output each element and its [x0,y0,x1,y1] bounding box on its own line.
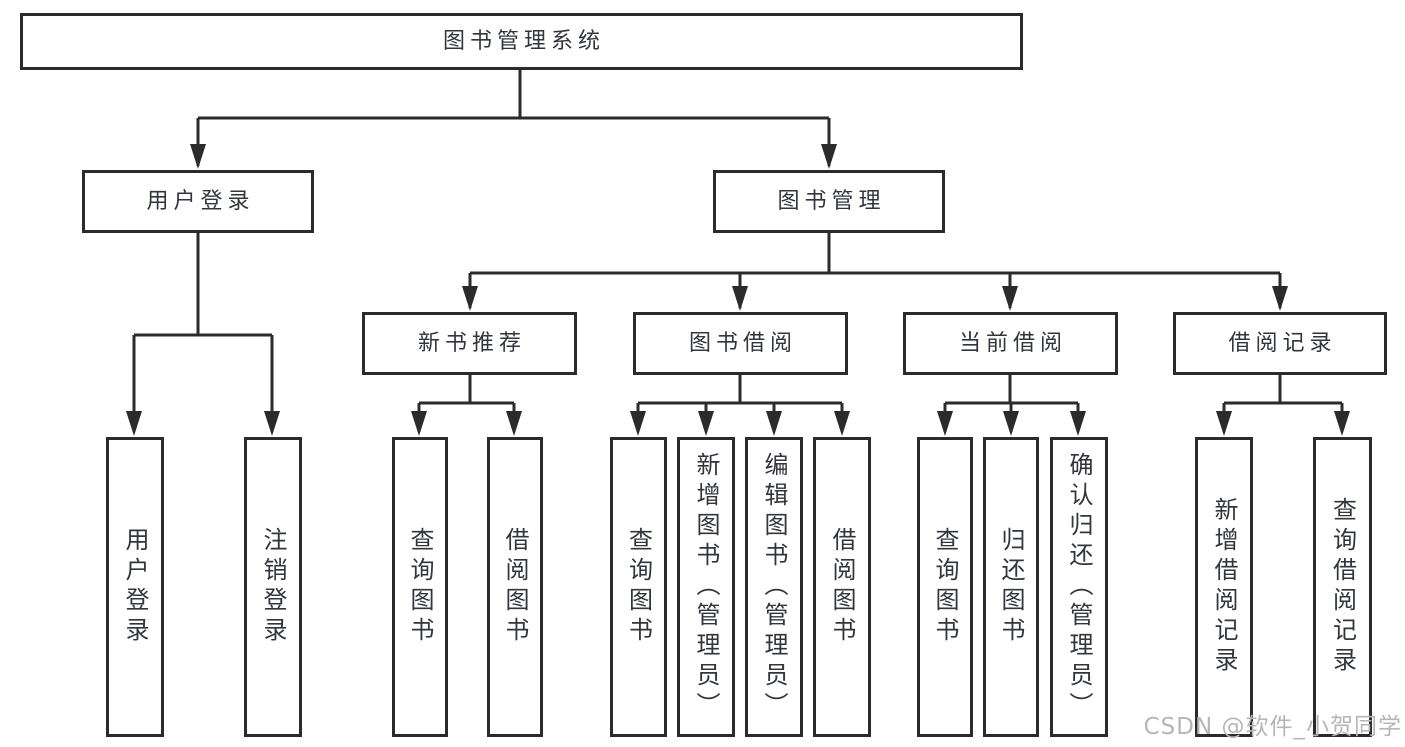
leaf-logout-login: 注销登录 [244,437,302,737]
leaf-label: 借阅图书 [501,527,529,647]
leaf-add-books-admin: 新增图书（管理员） [677,437,735,737]
node-label: 用户登录 [146,188,255,214]
leaf-edit-books-admin: 编辑图书（管理员） [745,437,803,737]
leaf-label: 注销登录 [259,527,287,647]
node-borrowing-records: 借阅记录 [1173,312,1387,375]
node-book-management: 图书管理 [713,170,945,233]
leaf-label: 归还图书 [997,527,1025,647]
leaf-search-books-borrowing: 查询图书 [610,437,667,737]
leaf-label: 新增图书（管理员） [692,452,720,722]
leaf-search-books-recommendation: 查询图书 [392,437,448,737]
leaf-user-login: 用户登录 [106,437,164,737]
node-book-borrowing: 图书借阅 [633,312,848,375]
leaf-label: 新增借阅记录 [1210,497,1238,677]
leaf-borrow-books-borrowing: 借阅图书 [813,437,871,737]
leaf-add-borrow-record: 新增借阅记录 [1195,437,1253,737]
leaf-label: 确认归还（管理员） [1065,452,1093,722]
node-label: 图书借阅 [688,330,797,356]
node-label: 图书管理 [777,188,886,214]
leaf-search-borrow-record: 查询借阅记录 [1313,437,1372,737]
leaf-label: 用户登录 [121,527,149,647]
node-library-management-system: 图书管理系统 [20,13,1023,70]
leaf-confirm-return-admin: 确认归还（管理员） [1050,437,1108,737]
leaf-label: 查询图书 [624,527,653,647]
leaf-return-books: 归还图书 [983,437,1039,737]
node-label: 图书管理系统 [442,28,605,54]
leaf-borrow-books-recommendation: 借阅图书 [487,437,543,737]
node-label: 新书推荐 [417,330,526,356]
node-new-book-recommendation: 新书推荐 [362,312,577,375]
leaf-label: 查询借阅记录 [1328,497,1357,677]
leaf-label: 查询图书 [406,527,434,647]
leaf-label: 查询图书 [931,527,959,647]
leaf-label: 编辑图书（管理员） [760,452,788,722]
node-label: 当前借阅 [958,330,1067,356]
node-current-borrowing: 当前借阅 [903,312,1118,375]
node-label: 借阅记录 [1228,330,1337,356]
watermark: CSDN @软件_小贺同学 [1143,714,1402,740]
node-user-login: 用户登录 [82,170,314,233]
connector-lines-group [132,70,1344,432]
leaf-label: 借阅图书 [828,527,856,647]
arrowheads [126,144,1350,436]
leaf-search-books-current: 查询图书 [917,437,973,737]
